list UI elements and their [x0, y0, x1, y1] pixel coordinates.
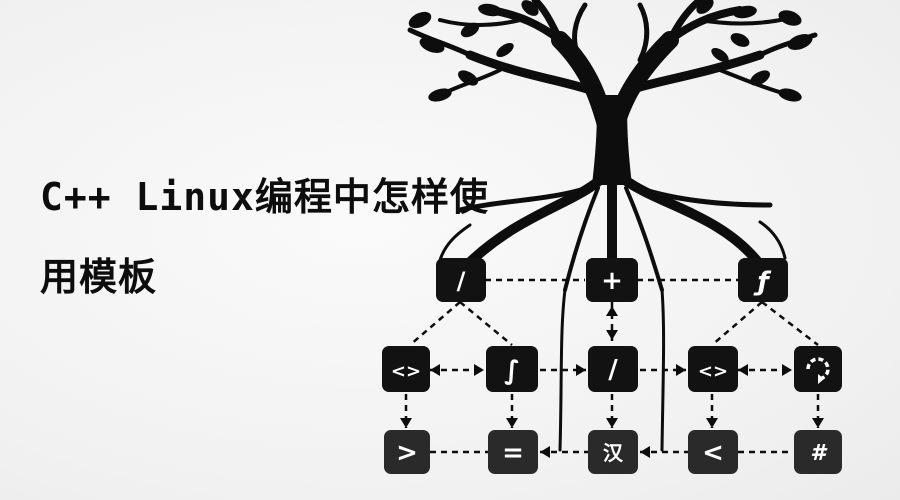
node-label: <> [698, 361, 728, 382]
node-label: + [601, 266, 623, 296]
node-label: / [608, 355, 618, 385]
tree-roots [438, 175, 787, 452]
node-mid-1: <> [382, 346, 430, 392]
node-mid-3: / [588, 346, 638, 392]
node-label: # [810, 441, 828, 466]
node-mid-5-refresh [794, 346, 842, 392]
node-label: ƒ [753, 267, 771, 297]
node-label: / [457, 267, 466, 295]
refresh-icon [806, 357, 830, 381]
node-bot-2: = [488, 430, 538, 474]
node-bot-5: # [794, 430, 842, 474]
refresh-arrowhead-icon [818, 374, 824, 384]
node-top-left: / [436, 258, 486, 302]
node-bot-4: < [688, 430, 738, 474]
node-label: < [702, 438, 724, 468]
article-title-line-1: C++ Linux编程中怎样使 [40, 175, 489, 219]
diagram-arrowheads [400, 306, 824, 458]
node-bot-3: 汉 [588, 430, 638, 474]
node-top-mid: + [586, 258, 638, 302]
node-top-right: ƒ [738, 258, 788, 302]
article-title-line-2: 用模板 [40, 255, 158, 299]
node-label: ∫ [504, 356, 520, 386]
node-mid-2: ∫ [486, 346, 538, 392]
node-mid-4: <> [688, 346, 738, 392]
node-bot-1: > [384, 430, 430, 474]
node-label: > [396, 438, 418, 468]
node-label: 汉 [603, 441, 624, 465]
node-label: <> [391, 361, 421, 382]
tree-trunk [592, 95, 632, 185]
tree-leaves [408, 0, 813, 102]
node-label: = [502, 438, 524, 468]
